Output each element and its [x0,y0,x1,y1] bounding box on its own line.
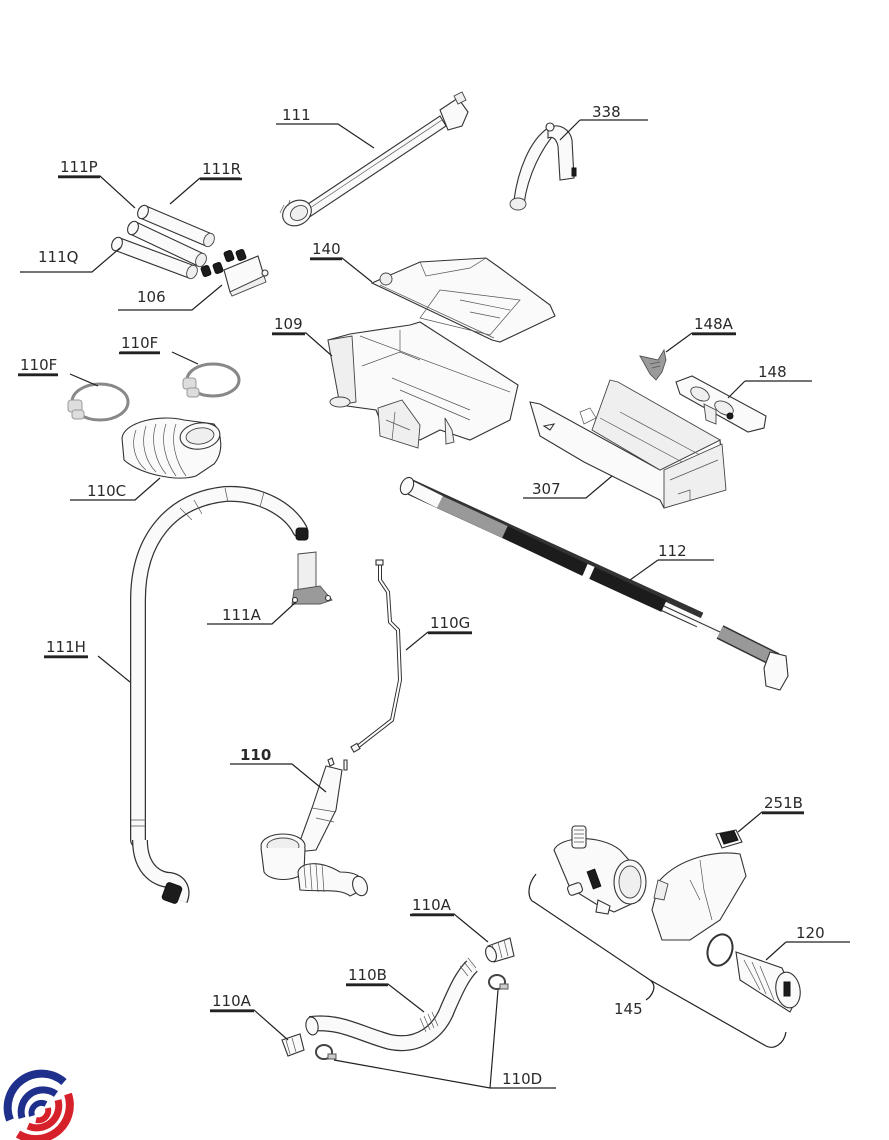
label-140: 140 [312,240,341,258]
part-labels: 111 338 111P 111R 111Q 106 140 109 148A … [18,103,825,1088]
label-148: 148 [758,363,787,381]
label-110c: 110C [87,482,126,500]
part-111q-tube[interactable] [110,236,200,281]
part-148-siphon-cap[interactable] [675,375,767,433]
part-110d-clamp-left[interactable] [315,1044,337,1060]
part-111p-tube[interactable] [126,220,209,269]
label-110a-top: 110A [412,896,452,914]
brand-logo [3,1069,74,1140]
part-110g-pressure-tube[interactable] [350,559,403,753]
part-251b-cap[interactable] [715,829,743,849]
part-111h-long-hose[interactable] [130,485,309,904]
part-338-curved-pipe[interactable] [509,122,577,211]
part-120-filter[interactable] [735,951,803,1013]
label-111a: 111A [222,606,262,624]
part-110d-clamp-right[interactable] [488,974,509,990]
part-109-dispenser-housing[interactable] [327,321,519,449]
part-110f-clamp-left[interactable] [67,382,130,422]
part-110f-clamp-right[interactable] [182,362,241,398]
label-110d: 110D [502,1070,542,1088]
part-110c-bellows[interactable] [121,417,222,479]
part-111r-tube[interactable] [136,204,217,249]
part-307-drawer[interactable] [529,379,727,509]
label-148a: 148A [694,315,734,333]
part-140-dispenser-cover[interactable] [370,257,556,343]
label-111h: 111H [46,638,86,656]
label-307: 307 [532,480,561,498]
part-106-valve[interactable] [200,248,269,297]
label-112: 112 [658,542,687,560]
label-110: 110 [240,746,271,764]
label-145: 145 [614,1000,643,1018]
label-111p: 111P [60,158,98,176]
part-111a-connector[interactable] [291,551,333,605]
label-111q: 111Q [38,248,78,266]
label-110a-left: 110A [212,992,252,1010]
part-110a-sleeve-top[interactable] [484,937,515,963]
part-112-drain-hose[interactable] [398,475,789,691]
label-110f-left: 110F [20,356,57,374]
part-110-sump-hose[interactable] [260,757,370,898]
label-110b: 110B [348,966,387,984]
label-120: 120 [796,924,825,942]
label-110g: 110G [430,614,470,632]
label-106: 106 [137,288,166,306]
part-111-inlet-hose[interactable] [278,91,469,231]
label-251b: 251B [764,794,803,812]
part-148a-clip[interactable] [639,348,667,381]
label-110f-right: 110F [121,334,158,352]
part-110b-pump-hose[interactable] [305,957,478,1052]
part-145-pump[interactable] [553,825,747,969]
label-111: 111 [282,106,311,124]
label-111r: 111R [202,160,241,178]
label-338: 338 [592,103,621,121]
label-109: 109 [274,315,303,333]
